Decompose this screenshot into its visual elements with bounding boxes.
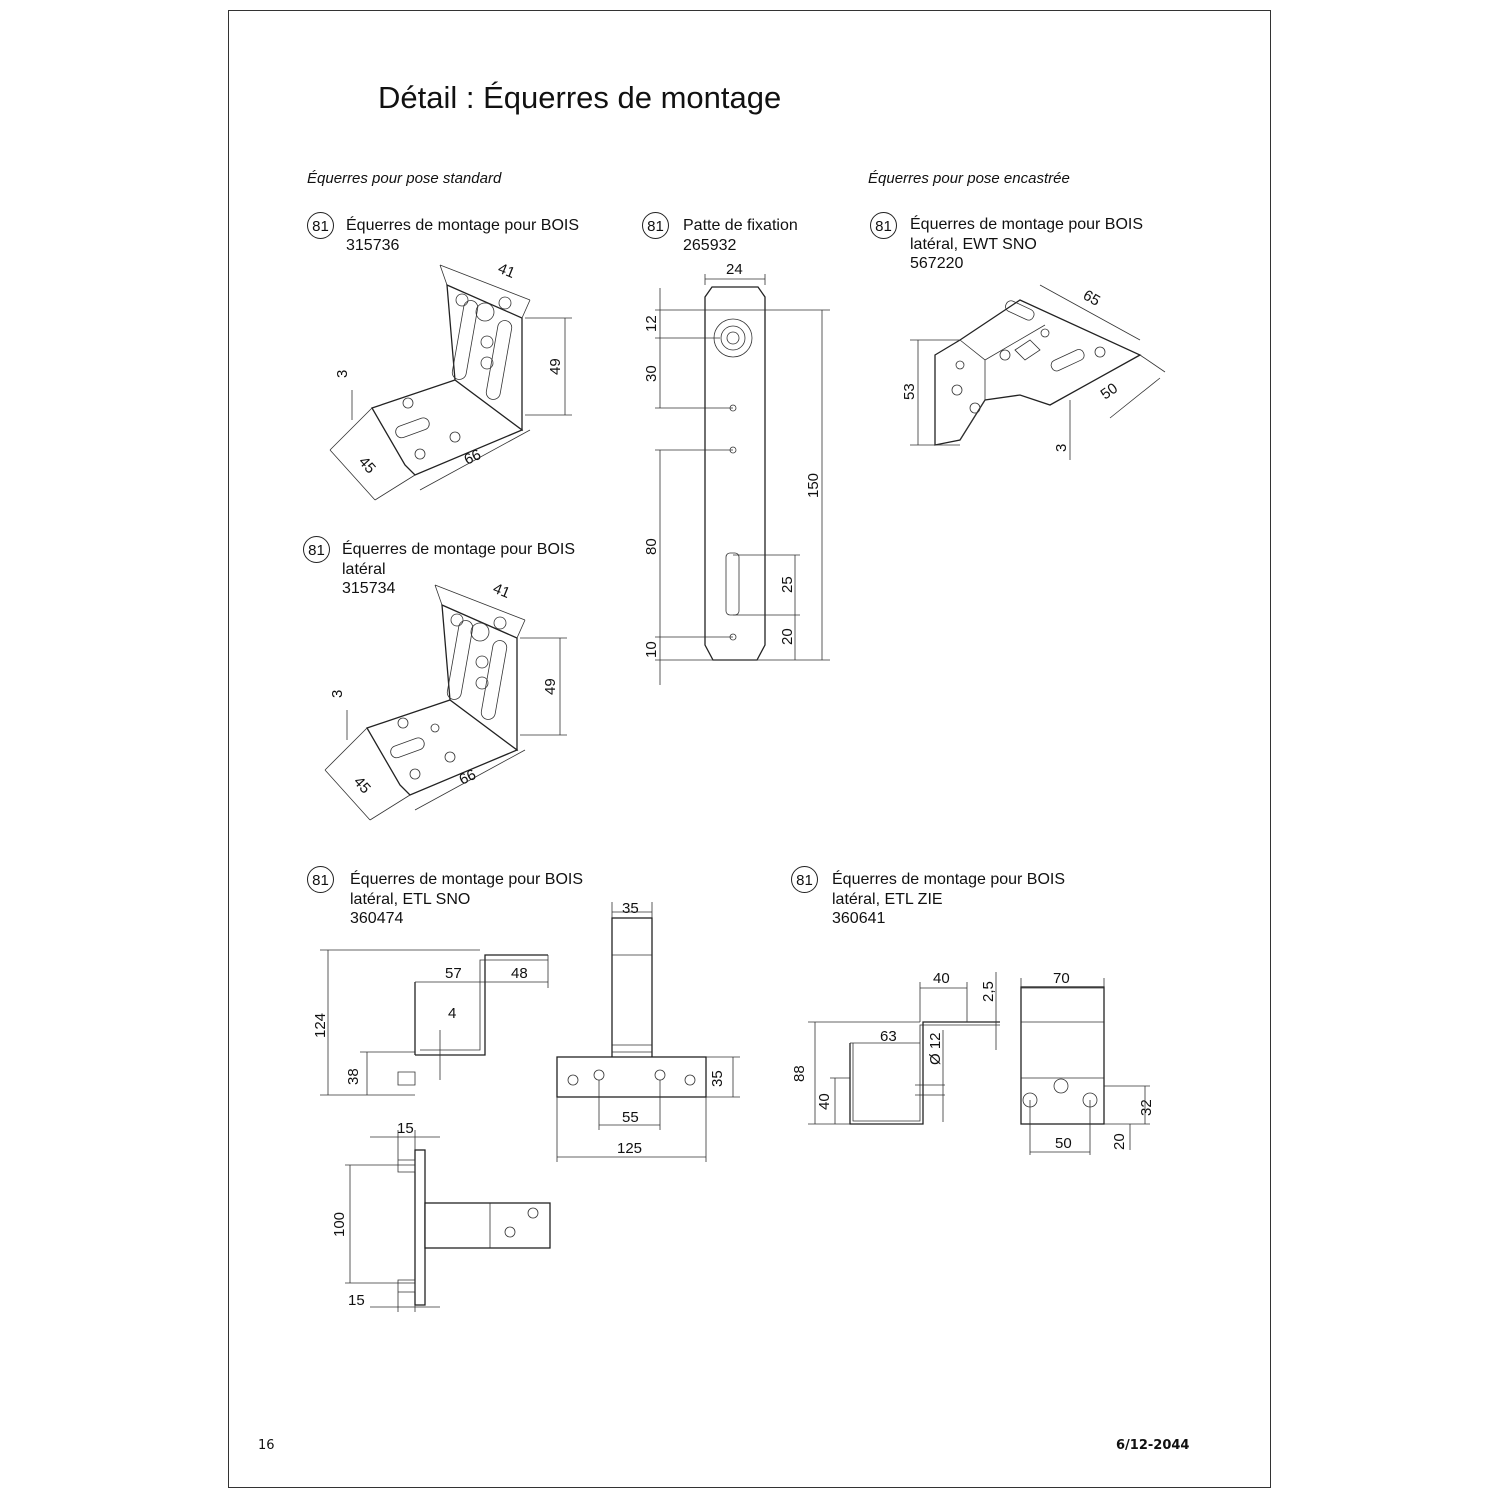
dimension-label: 125 (617, 1140, 642, 1157)
callout-badge: 81 (307, 212, 334, 239)
caption-line: 265932 (683, 236, 737, 254)
dimension-label: 3 (329, 690, 346, 698)
document-reference: 6/12-2044 (1116, 1438, 1190, 1453)
dimension-label: 150 (805, 473, 822, 498)
caption-line: Patte de fixation (683, 217, 798, 234)
caption-line: latéral (342, 560, 386, 578)
dimension-label: 41 (496, 260, 518, 282)
bracket-drawing-567220: 65 53 50 3 (901, 284, 1166, 460)
dimension-label: 15 (397, 1120, 414, 1137)
dimension-label: 70 (1053, 970, 1070, 987)
section-standard: Équerres pour pose standard (307, 170, 502, 187)
dimension-label: 66 (462, 446, 484, 468)
callout-badge: 81 (307, 866, 334, 893)
dimension-label: 55 (622, 1109, 639, 1126)
caption-line: Équerres de montage pour BOIS (342, 541, 576, 558)
bracket-drawing-315734: 41 49 3 45 66 (324, 580, 567, 821)
dimension-label: 66 (457, 766, 479, 788)
dimension-label: 4 (448, 1005, 456, 1022)
patte-drawing-265932: 24 12 30 150 80 25 20 10 (643, 261, 830, 685)
dimension-label: 12 (643, 315, 660, 332)
dimension-label: Ø 12 (927, 1032, 944, 1065)
dimension-label: 124 (312, 1013, 329, 1038)
caption-line: latéral, ETL SNO (350, 890, 471, 908)
dimension-label: 24 (726, 261, 743, 278)
dimension-label: 30 (643, 365, 660, 382)
section-encastree: Équerres pour pose encastrée (868, 170, 1070, 187)
dimension-label: 2,5 (980, 981, 997, 1002)
dimension-label: 40 (816, 1093, 833, 1110)
dimension-label: 41 (491, 580, 513, 602)
dimension-label: 15 (348, 1292, 365, 1309)
dimension-label: 48 (511, 965, 528, 982)
figure-caption-360641: Équerres de montage pour BOIS latéral, E… (832, 870, 1065, 929)
dimension-label: 53 (901, 383, 918, 400)
dimension-label: 45 (350, 773, 374, 797)
dimension-label: 35 (622, 900, 639, 917)
bracket-drawing-360474: 124 57 48 4 38 35 35 55 125 15 100 15 (312, 900, 740, 1312)
bracket-drawing-360641: 40 2,5 63 Ø 12 88 40 70 32 50 20 (791, 970, 1155, 1155)
dimension-label: 65 (1080, 287, 1103, 310)
caption-line: Équerres de montage pour BOIS (832, 871, 1066, 888)
page-number: 16 (258, 1438, 275, 1453)
dimension-label: 49 (547, 358, 564, 375)
dimension-label: 49 (542, 678, 559, 695)
figure-caption-567220: Équerres de montage pour BOIS latéral, E… (910, 215, 1143, 274)
dimension-label: 50 (1098, 380, 1121, 403)
caption-line: Équerres de montage pour BOIS (350, 871, 584, 888)
dimension-label: 63 (880, 1028, 897, 1045)
callout-badge: 81 (791, 866, 818, 893)
caption-line: 567220 (910, 255, 964, 272)
callout-badge: 81 (870, 212, 897, 239)
dimension-label: 50 (1055, 1135, 1072, 1152)
caption-line: 360474 (350, 910, 404, 927)
figure-caption-315734: Équerres de montage pour BOIS latéral 31… (342, 540, 575, 599)
dimension-label: 20 (779, 628, 796, 645)
figure-caption-315736: Équerres de montage pour BOIS 315736 (346, 216, 579, 255)
dimension-label: 100 (331, 1212, 348, 1237)
caption-line: 360641 (832, 910, 886, 927)
dimension-label: 38 (345, 1068, 362, 1085)
figure-caption-265932: Patte de fixation 265932 (683, 216, 798, 255)
dimension-label: 57 (445, 965, 462, 982)
bracket-drawing-315736: 41 49 3 45 66 (329, 260, 572, 501)
dimension-label: 40 (933, 970, 950, 987)
figure-caption-360474: Équerres de montage pour BOIS latéral, E… (350, 870, 583, 929)
dimension-label: 25 (779, 576, 796, 593)
dimension-label: 3 (334, 370, 351, 378)
dimension-label: 32 (1138, 1099, 1155, 1116)
caption-line: Équerres de montage pour BOIS (910, 216, 1144, 233)
caption-line: 315734 (342, 580, 396, 597)
caption-line: 315736 (346, 236, 400, 254)
page-border (228, 10, 1271, 1488)
callout-badge: 81 (642, 212, 669, 239)
callout-badge: 81 (303, 536, 330, 563)
dimension-label: 10 (643, 641, 660, 658)
dimension-label: 45 (355, 453, 379, 477)
page-title: Détail : Équerres de montage (378, 80, 782, 115)
dimension-label: 35 (709, 1070, 726, 1087)
dimension-label: 88 (791, 1065, 808, 1082)
dimension-label: 20 (1111, 1133, 1128, 1150)
dimension-label: 3 (1053, 444, 1070, 452)
caption-line: latéral, ETL ZIE (832, 890, 943, 908)
caption-line: Équerres de montage pour BOIS (346, 217, 580, 234)
caption-line: latéral, EWT SNO (910, 235, 1037, 253)
dimension-label: 80 (643, 538, 660, 555)
